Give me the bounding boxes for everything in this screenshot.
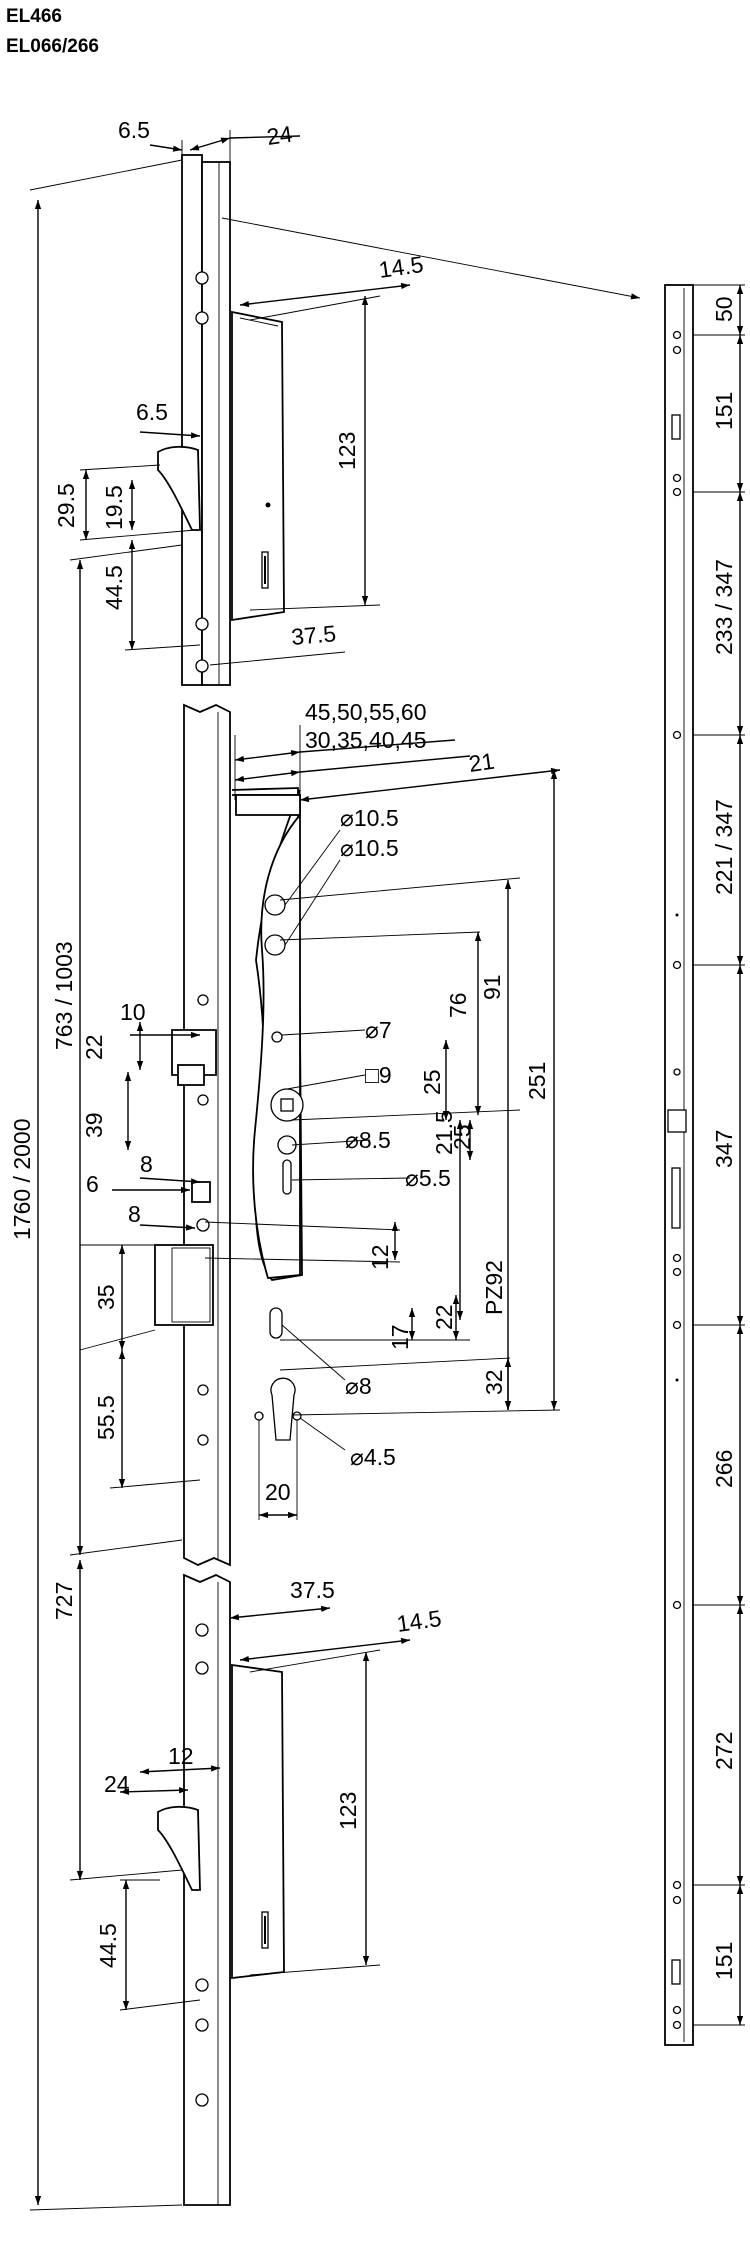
dim-24-bottom: 24	[104, 1771, 130, 1797]
dim-17: 17	[387, 1324, 413, 1350]
top-strip-edge	[201, 161, 231, 686]
dim-12-bottom: 12	[168, 1743, 194, 1769]
strike-plate	[664, 284, 694, 2046]
dim-pz92: PZ92	[481, 1260, 507, 1315]
dim-dia-10-5-b: ⌀10.5	[340, 835, 399, 861]
dim-24-top: 24	[265, 121, 294, 150]
top-hook-case	[231, 310, 285, 622]
dimension-lines	[29, 130, 745, 2211]
product-variants-title: EL066/266	[6, 36, 99, 57]
spindle-hole-lower	[264, 934, 286, 956]
dim-dia-4-5: ⌀4.5	[350, 1444, 396, 1470]
dim-37-5-bottom: 37.5	[290, 1577, 335, 1603]
dim-14-5-top: 14.5	[377, 251, 425, 283]
strike-dim-151-top: 151	[711, 392, 737, 430]
dim-total-length: 1760 / 2000	[9, 1118, 35, 1240]
dim-backset-b: 30,35,40,45	[305, 727, 427, 753]
strike-dim-347: 347	[711, 1130, 737, 1168]
anti-thrust-pin	[191, 1181, 211, 1203]
dim-39: 39	[81, 1112, 107, 1138]
dim-44-5-bottom: 44.5	[95, 1923, 121, 1968]
strike-plate-body	[664, 284, 694, 2046]
dim-8-b: 8	[128, 1201, 141, 1227]
dim-14-5-bottom: 14.5	[395, 1605, 443, 1637]
strike-dim-266: 266	[711, 1450, 737, 1488]
dim-123-top: 123	[334, 432, 360, 470]
dim-55-5: 55.5	[93, 1395, 119, 1440]
dim-44-5-top: 44.5	[101, 565, 127, 610]
dim-32: 32	[481, 1369, 507, 1395]
main-lock	[154, 703, 304, 1567]
dim-forend-21: 21	[467, 748, 496, 777]
strike-dim-221-347: 221 / 347	[711, 799, 737, 895]
product-code-title: EL466	[6, 6, 62, 27]
top-hook-bolt	[157, 445, 201, 531]
top-strip-faceplate	[181, 154, 203, 686]
dim-8-a: 8	[140, 1151, 153, 1177]
dim-dia-5-5: ⌀5.5	[405, 1165, 451, 1191]
dim-29-5: 29.5	[53, 483, 79, 528]
dim-6-5-hook: 6.5	[136, 399, 168, 425]
dim-6: 6	[86, 1171, 99, 1197]
dim-10: 10	[120, 999, 146, 1025]
dim-22-left: 22	[81, 1034, 107, 1060]
dim-91: 91	[479, 974, 505, 1000]
dim-25-a: 25	[419, 1069, 445, 1095]
cylinder-hole	[270, 1377, 296, 1441]
strike-bolt-opening	[671, 1167, 681, 1229]
dim-22-right: 22	[431, 1304, 457, 1330]
latch-bolt	[171, 1029, 217, 1076]
strike-dim-233-347: 233 / 347	[711, 559, 737, 655]
dead-bolt	[154, 1244, 214, 1326]
dim-21-5: 21.5	[431, 1110, 457, 1155]
bottom-hook-bolt	[157, 1805, 201, 1891]
dim-35: 35	[93, 1284, 119, 1310]
top-strip	[157, 154, 285, 686]
dim-lower-length: 727	[51, 1582, 77, 1620]
slot-5-5	[282, 1159, 292, 1195]
dim-dia-10-5-a: ⌀10.5	[340, 805, 399, 831]
strike-latch-opening	[667, 1109, 687, 1133]
strike-dim-272: 272	[711, 1732, 737, 1770]
dim-20: 20	[265, 1479, 291, 1505]
dim-6-5-top: 6.5	[118, 117, 150, 143]
dim-76: 76	[445, 992, 471, 1018]
bottom-hook-case	[231, 1663, 285, 1980]
dim-dia-8: ⌀8	[345, 1373, 372, 1399]
reference-arrow	[221, 217, 641, 300]
bottom-faceplate	[183, 1573, 231, 2206]
dim-123-bottom: 123	[335, 1792, 361, 1830]
dim-37-5-top: 37.5	[290, 620, 337, 650]
dim-12-main: 12	[367, 1244, 393, 1270]
strike-dim-50: 50	[711, 296, 737, 322]
dim-19-5: 19.5	[101, 485, 127, 530]
main-faceplate	[183, 703, 231, 1567]
dim-dia-8-5: ⌀8.5	[345, 1127, 391, 1153]
dim-25-b: 25	[449, 1124, 475, 1150]
slot-8	[269, 1307, 283, 1339]
dim-backset-a: 45,50,55,60	[305, 699, 427, 725]
bottom-strip	[157, 1573, 285, 2206]
dim-251: 251	[524, 1062, 550, 1100]
dim-dia-7: ⌀7	[365, 1017, 392, 1043]
spindle-hole-upper	[264, 894, 286, 916]
strike-dim-151-bottom: 151	[711, 1942, 737, 1980]
dim-square-9: □9	[365, 1062, 392, 1088]
hole-7	[271, 1031, 283, 1043]
dim-upper-length: 763 / 1003	[51, 941, 77, 1050]
lock-case-inner	[232, 794, 301, 1279]
dimension-labels: 6.5 24 14.5 123 6.5 29.5 19.5 44.5 37.5 …	[9, 117, 737, 1980]
